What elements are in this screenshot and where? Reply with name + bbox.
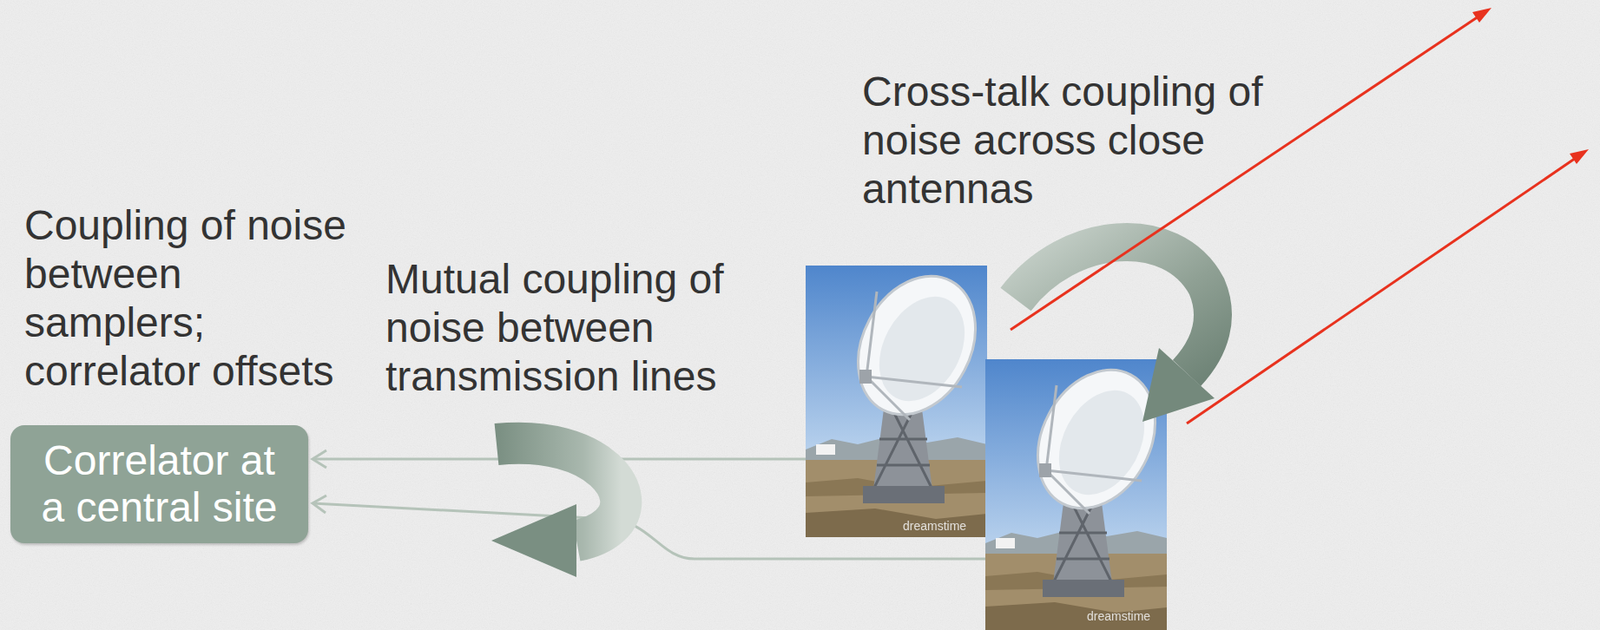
annotation: Coupling of noise between samplers; corr… [24, 201, 363, 396]
signal-ray [1186, 156, 1579, 424]
mutual-coupling-arrowhead [491, 504, 577, 578]
annotation: Mutual coupling of noise between transmi… [385, 255, 742, 402]
line-arrowhead [312, 450, 327, 468]
antenna-photo [805, 256, 999, 538]
annotation: Cross-talk coupling of noise across clos… [862, 67, 1292, 214]
ray-arrowhead [1472, 7, 1492, 23]
line-arrowhead [312, 495, 327, 514]
signal-ray [1010, 14, 1482, 330]
process-box: Correlator at a central site [10, 425, 309, 544]
ray-arrowhead [1569, 149, 1589, 165]
box-label: Correlator at a central site [27, 437, 291, 532]
watermark: dreamstime [1086, 609, 1151, 624]
watermark: dreamstime [902, 519, 967, 534]
